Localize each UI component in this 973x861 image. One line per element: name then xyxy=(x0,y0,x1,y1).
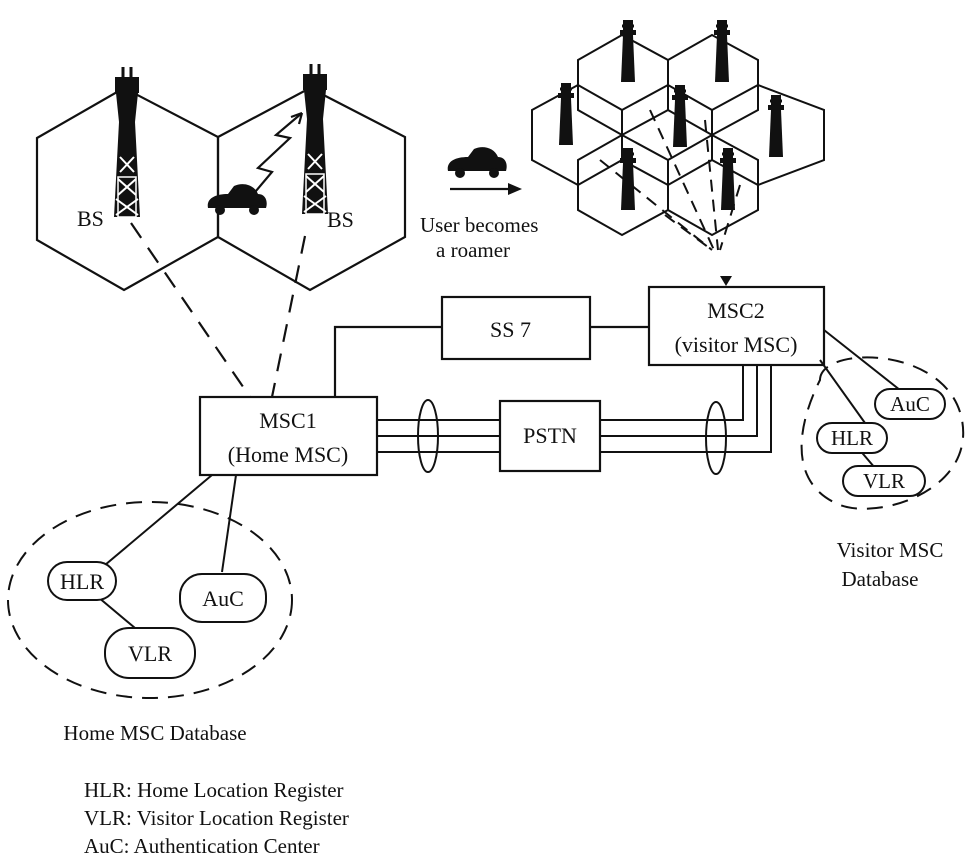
home-vlr-label: VLR xyxy=(128,641,172,666)
msc2-link-arrow-icon xyxy=(720,276,732,286)
pstn-label: PSTN xyxy=(523,423,577,448)
base-station-left-icon xyxy=(114,67,140,217)
legend-item-vlr: VLR: Visitor Location Register xyxy=(84,804,349,832)
base-station-right-icon xyxy=(302,64,328,214)
legend: HLR: Home Location Register VLR: Visitor… xyxy=(84,776,349,860)
visitor-vlr-label: VLR xyxy=(863,469,905,493)
lightning-link-icon xyxy=(250,113,302,198)
home-db-caption: Home MSC Database xyxy=(63,721,246,745)
msc2-label-line1: MSC2 xyxy=(707,298,764,323)
legend-item-auc: AuC: Authentication Center xyxy=(84,832,349,860)
bs-left-label: BS xyxy=(77,206,104,231)
arrow-right-icon xyxy=(450,183,522,195)
visitor-hlr-label: HLR xyxy=(831,426,873,450)
home-bs-links xyxy=(131,223,305,397)
roamer-label-line1: User becomes xyxy=(420,213,538,237)
msc2-label-line2: (visitor MSC) xyxy=(675,332,798,357)
visitor-tower-icon xyxy=(714,20,730,82)
ss7-link-msc1 xyxy=(335,327,442,397)
roamer-label-line2: a roamer xyxy=(436,238,510,262)
home-db: HLR AuC VLR xyxy=(8,475,292,698)
roaming-car-icon xyxy=(448,147,507,178)
visitor-tower-icon xyxy=(558,83,574,145)
visitor-db: AuC HLR VLR xyxy=(802,330,964,509)
visitor-tower-icon xyxy=(768,95,784,157)
visitor-db-caption-line2: Database xyxy=(842,567,919,591)
msc1-label-line1: MSC1 xyxy=(259,408,316,433)
msc1-label-line2: (Home MSC) xyxy=(228,442,348,467)
visitor-tower-icon xyxy=(620,20,636,82)
home-auc-label: AuC xyxy=(202,586,244,611)
trunk-bundle-right xyxy=(706,402,726,474)
visitor-auc-label: AuC xyxy=(890,392,930,416)
legend-item-hlr: HLR: Home Location Register xyxy=(84,776,349,804)
home-cells xyxy=(37,88,405,290)
visitor-db-caption-line1: Visitor MSC xyxy=(837,538,944,562)
bs-right-label: BS xyxy=(327,207,354,232)
visitor-tower-icon xyxy=(720,148,736,210)
ss7-label: SS 7 xyxy=(490,317,531,342)
home-hlr-label: HLR xyxy=(60,569,104,594)
